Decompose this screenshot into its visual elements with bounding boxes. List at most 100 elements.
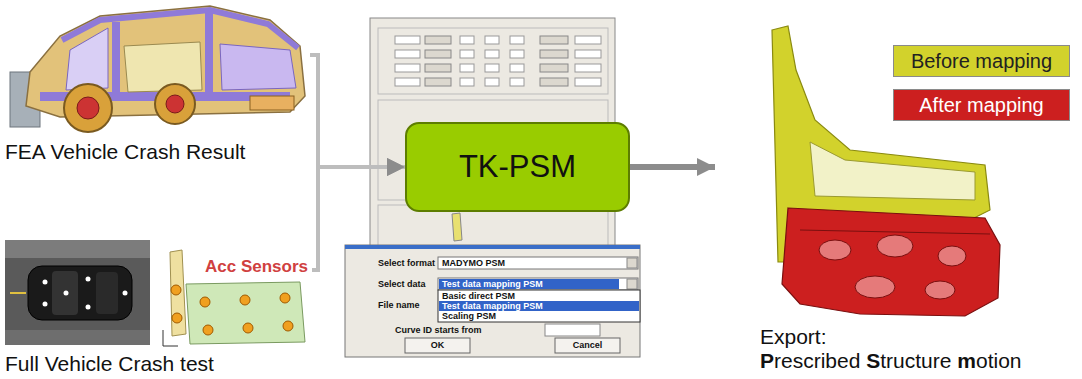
null-part-part — [575, 78, 601, 86]
door-mapping-model-part — [925, 281, 955, 299]
null-part-part — [510, 36, 524, 44]
legend-text: Before mapping — [911, 50, 1052, 73]
button-label: Cancel — [555, 340, 620, 350]
export-dialog-part — [555, 338, 620, 353]
sensor-diagram-part — [203, 325, 213, 335]
null-part-part — [485, 50, 499, 58]
list-option: Basic direct PSM — [442, 291, 515, 301]
door-mapping-model-part — [782, 208, 1000, 316]
null-part-part — [540, 64, 568, 72]
null-part-part — [425, 50, 451, 58]
sensor-diagram-part — [200, 297, 210, 307]
list-option: Test data mapping PSM — [442, 301, 543, 311]
crash-test-photo-part — [10, 292, 26, 294]
sensor-diagram-part — [170, 250, 186, 336]
door-mapping-model-part — [810, 142, 975, 200]
crash-test-photo-part — [52, 271, 78, 315]
sensor-diagram-part — [280, 293, 290, 303]
settings-dialog-part — [452, 213, 462, 241]
sensor-diagram-part — [163, 346, 178, 347]
fea-car-model — [10, 6, 305, 132]
null-part-part — [425, 78, 451, 86]
door-mapping-model-part — [877, 235, 913, 257]
sensor-diagram-part — [171, 285, 181, 295]
export-dialog-part — [345, 245, 640, 249]
null-part-part — [540, 78, 568, 86]
export-dialog-part — [627, 279, 637, 289]
node-text: Export: — [760, 325, 827, 349]
legend-swatch: After mapping — [893, 89, 1070, 121]
null-part-part — [510, 50, 524, 58]
null-part-part — [395, 64, 420, 72]
sensor-diagram-part — [186, 282, 305, 344]
flow-arrow — [630, 164, 715, 170]
export-dialog-part — [545, 324, 600, 336]
null-part — [425, 36, 568, 86]
null-part-part — [425, 36, 451, 44]
flow-arrow — [310, 55, 405, 167]
node-text: TK-PSM — [459, 149, 576, 185]
export-dialog-part — [439, 301, 639, 311]
door-mapping-model-part — [855, 276, 895, 298]
null-part-part — [395, 36, 420, 44]
null-part-part — [395, 78, 420, 86]
null-part-part — [575, 50, 601, 58]
null-part-part — [575, 36, 601, 44]
legend: Before mappingAfter mapping — [893, 45, 1070, 133]
field-label: Select format — [378, 258, 435, 268]
null-part — [395, 36, 601, 86]
null-part-part — [425, 64, 451, 72]
null-part-part — [485, 78, 499, 86]
node-text: FEA Vehicle Crash Result — [5, 140, 245, 164]
sensor-label: Acc Sensors — [205, 258, 308, 276]
sensor-diagram-part — [240, 295, 250, 305]
null-part-part — [540, 36, 568, 44]
fea-car-model-part — [77, 97, 99, 119]
null-part-part — [460, 36, 474, 44]
null-part-part — [460, 78, 474, 86]
field-label: File name — [378, 300, 420, 310]
crash-test-photo — [5, 240, 150, 345]
export-dialog-part — [438, 257, 638, 269]
button-label: OK — [405, 340, 470, 350]
field-label: Curve ID starts from — [395, 325, 482, 335]
door-mapping-model-part — [938, 246, 966, 266]
null-part-part — [395, 50, 420, 58]
sensor-diagram-part — [283, 321, 293, 331]
export-dialog-part — [627, 258, 637, 268]
dropdown-value: Test data mapping PSM — [442, 279, 543, 289]
export-dialog — [345, 245, 640, 357]
null-part-part — [510, 78, 524, 86]
crash-test-photo-part — [64, 291, 69, 296]
door-mapping-model-part — [800, 230, 990, 234]
process-box: TK-PSM — [405, 122, 630, 212]
crash-test-photo-part — [5, 330, 150, 345]
export-dialog-part — [438, 290, 640, 322]
field-label: Select data — [378, 279, 426, 289]
fea-car-model-part — [124, 42, 202, 92]
crash-test-photo-part — [123, 291, 128, 296]
node-text: Full Vehicle Crash test — [5, 352, 214, 376]
fea-car-model-part — [155, 84, 195, 124]
null-part-part — [540, 50, 568, 58]
list-option: Scaling PSM — [442, 311, 496, 321]
export-dialog-part — [345, 245, 640, 357]
null-part-part — [575, 64, 601, 72]
crash-test-photo-part — [5, 240, 150, 258]
settings-dialog-part — [378, 28, 608, 94]
door-mapping-model-part — [819, 240, 851, 260]
crash-test-photo-part — [86, 305, 91, 310]
sensor-diagram-part — [163, 330, 164, 346]
fea-car-model-part — [220, 44, 296, 90]
fea-car-model-part — [250, 96, 294, 110]
flow-arrow — [312, 167, 405, 270]
fea-car-model-part — [66, 28, 108, 90]
crash-test-photo-part — [96, 272, 118, 314]
sensor-diagram-part — [172, 313, 182, 323]
crash-test-photo-part — [28, 266, 132, 320]
null-part-part — [460, 50, 474, 58]
fea-car-model-part — [112, 22, 120, 94]
node-text: Prescribed Structure motion — [760, 349, 1022, 373]
null-part-part — [510, 64, 524, 72]
